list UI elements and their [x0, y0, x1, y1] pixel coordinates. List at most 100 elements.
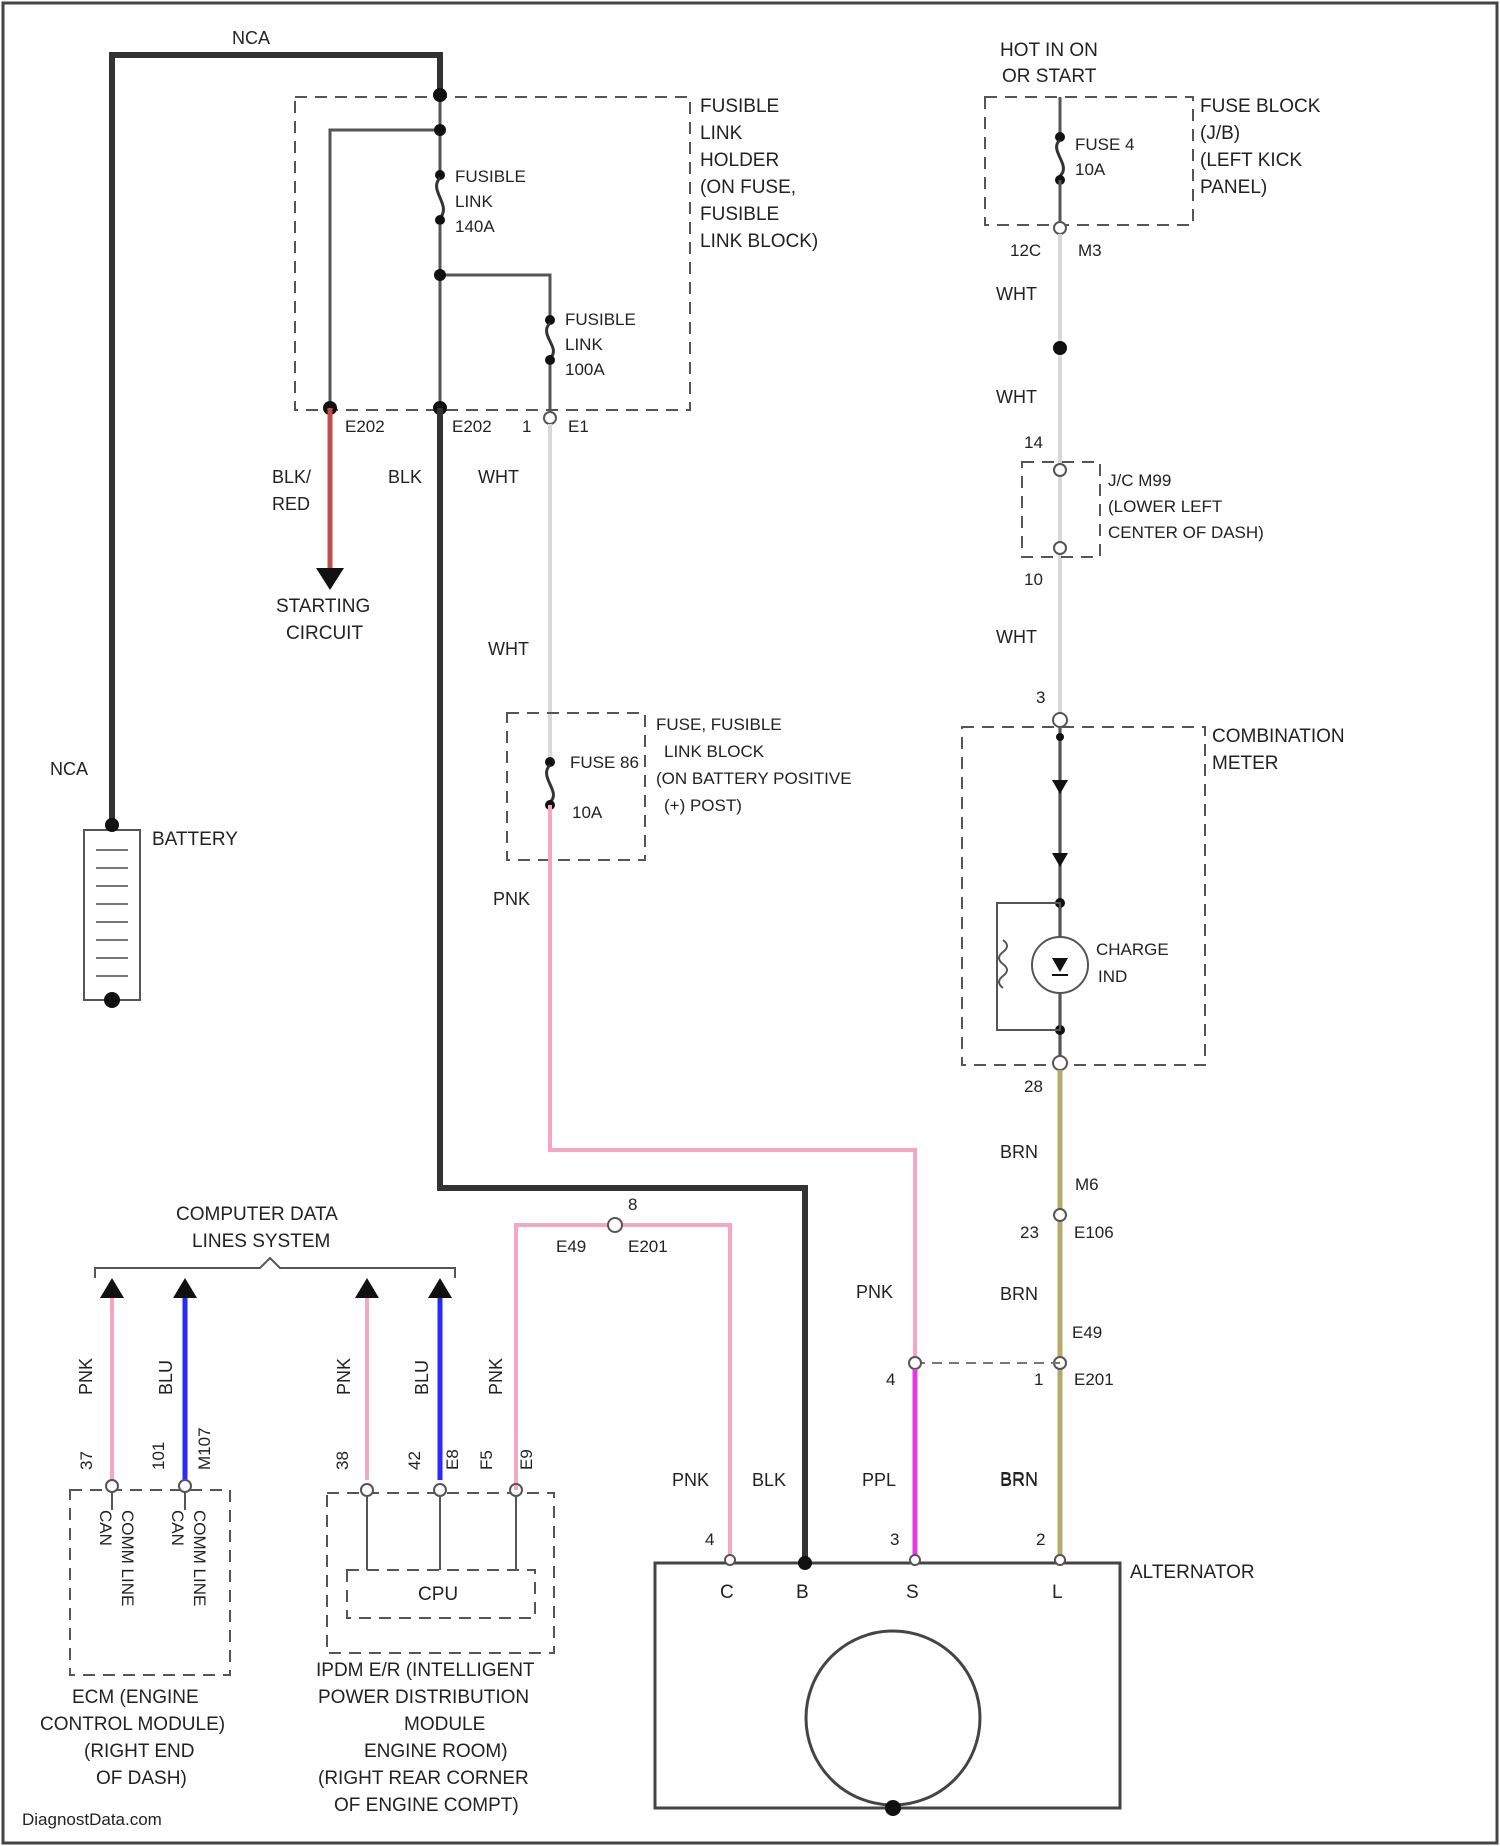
alternator-label: ALTERNATOR [1130, 1562, 1255, 1583]
watermark: DiagnostData.com [22, 1810, 162, 1829]
ppl-alt-label: PPL [862, 1470, 896, 1490]
ecm-connectors [106, 1480, 191, 1510]
svg-text:(+) POST): (+) POST) [664, 796, 742, 815]
svg-text:140A: 140A [455, 217, 495, 236]
wht-label-5: WHT [996, 627, 1037, 647]
fusible-link-140a [435, 170, 445, 225]
junction-dot [434, 124, 446, 136]
alternator-ground [885, 1800, 901, 1816]
nca-left-label: NCA [50, 759, 88, 779]
svg-text:FUSIBLE: FUSIBLE [565, 310, 636, 329]
conn-e49-label: E49 [1072, 1323, 1102, 1342]
blk-label: BLK [388, 467, 422, 487]
wht-label-1: WHT [478, 467, 519, 487]
pin-1b-label: 1 [1034, 1370, 1043, 1389]
svg-text:38: 38 [333, 1451, 352, 1470]
svg-text:MODULE: MODULE [404, 1714, 485, 1735]
fuse-86-amp: 10A [572, 803, 603, 822]
svg-text:CONTROL MODULE): CONTROL MODULE) [40, 1714, 225, 1735]
svg-text:BLU: BLU [156, 1360, 176, 1395]
alt-pin-2-label: 2 [1036, 1530, 1045, 1549]
alternator-rotor [806, 1631, 980, 1805]
svg-text:ENGINE ROOM): ENGINE ROOM) [364, 1741, 508, 1762]
pnk-wire-fuse86 [550, 805, 915, 1360]
charge-ind-label: CHARGE IND [1096, 940, 1169, 986]
svg-text:(ON FUSE,: (ON FUSE, [700, 177, 796, 198]
svg-text:CENTER OF DASH): CENTER OF DASH) [1108, 523, 1264, 542]
svg-text:CIRCUIT: CIRCUIT [286, 623, 363, 644]
svg-text:HOT IN ON: HOT IN ON [1000, 40, 1098, 61]
data-lines-bracket [95, 1258, 455, 1278]
fusible-link-100a [545, 315, 555, 365]
svg-text:101: 101 [149, 1442, 168, 1470]
svg-text:M107: M107 [195, 1427, 214, 1470]
fuse-86-symbol [545, 757, 555, 810]
splice-dot [1053, 341, 1067, 355]
jc-m99-label: J/C M99 (LOWER LEFT CENTER OF DASH) [1108, 471, 1264, 542]
svg-text:(J/B): (J/B) [1200, 123, 1240, 144]
svg-text:(LOWER LEFT: (LOWER LEFT [1108, 497, 1222, 516]
conn-e201-r-label: E201 [1074, 1370, 1114, 1389]
diagram-border [3, 3, 1497, 1843]
svg-text:CAN: CAN [96, 1510, 115, 1546]
alt-pin-4-label: 4 [705, 1530, 714, 1549]
conn-12c-label: 12C [1010, 241, 1041, 260]
svg-text:HOLDER: HOLDER [700, 150, 779, 171]
conn-m3-label: M3 [1078, 241, 1102, 260]
pin-28-label: 28 [1024, 1077, 1043, 1096]
meter-internal [997, 727, 1088, 1060]
svg-text:E9: E9 [517, 1449, 536, 1470]
svg-text:PNK: PNK [76, 1358, 96, 1395]
svg-text:(RIGHT END: (RIGHT END [84, 1741, 194, 1762]
svg-text:FUSIBLE: FUSIBLE [700, 204, 779, 225]
wht-label-3: WHT [996, 284, 1037, 304]
svg-text:COMM LINE: COMM LINE [118, 1510, 137, 1606]
combination-meter-label: COMBINATION METER [1212, 726, 1345, 774]
battery-main-wire [112, 55, 440, 825]
brn-label-2: BRN [1000, 1284, 1038, 1304]
alt-terminal-s: S [906, 1582, 919, 1603]
svg-text:PNK: PNK [486, 1358, 506, 1395]
holder-internal-wires [330, 95, 550, 415]
svg-text:(ON BATTERY POSITIVE: (ON BATTERY POSITIVE [656, 769, 852, 788]
hot-in-on-label: HOT IN ON OR START [1000, 40, 1098, 87]
svg-text:LINK BLOCK: LINK BLOCK [664, 742, 765, 761]
connector-m6-e106 [1054, 1209, 1066, 1221]
pnk-wire-ipdm [516, 1225, 730, 1560]
pin-23-label: 23 [1020, 1223, 1039, 1242]
conn-e1-label: E1 [568, 417, 589, 436]
meter-pin-in [1053, 713, 1067, 727]
jc-m99-pin-bottom [1054, 542, 1066, 554]
svg-text:IPDM E/R (INTELLIGENT: IPDM E/R (INTELLIGENT [316, 1660, 535, 1681]
fuse-block-jb-label: FUSE BLOCK (J/B) (LEFT KICK PANEL) [1200, 96, 1321, 198]
svg-text:IND: IND [1098, 967, 1127, 986]
svg-text:(LEFT KICK: (LEFT KICK [1200, 150, 1302, 171]
ecm-pin-labels: 37 101 M107 [77, 1427, 214, 1470]
fuse-4-symbol [1055, 132, 1065, 185]
svg-text:LINES SYSTEM: LINES SYSTEM [192, 1231, 330, 1252]
starting-circuit-label: STARTING CIRCUIT [276, 596, 370, 644]
data-line-arrows [100, 1278, 452, 1298]
pin-4a-label: 4 [886, 1370, 895, 1389]
svg-text:10A: 10A [1075, 160, 1106, 179]
ecm-label: ECM (ENGINE CONTROL MODULE) (RIGHT END O… [40, 1687, 225, 1789]
blk-alt-label: BLK [752, 1470, 786, 1490]
svg-text:BLU: BLU [412, 1360, 432, 1395]
fusible-link-100a-label: FUSIBLE LINK 100A [565, 310, 636, 379]
svg-text:LINK: LINK [700, 123, 743, 144]
pnk-label-2: PNK [856, 1282, 893, 1302]
meter-pin-out [1053, 1056, 1067, 1070]
svg-text:CHARGE: CHARGE [1096, 940, 1169, 959]
alt-terminal-l: L [1052, 1582, 1063, 1603]
svg-text:COMPUTER DATA: COMPUTER DATA [176, 1204, 338, 1225]
svg-text:BLK/: BLK/ [272, 467, 311, 487]
alt-terminal-b: B [796, 1582, 809, 1603]
conn-e202-right-label: E202 [452, 417, 492, 436]
nca-top-label: NCA [232, 28, 270, 48]
connector-e1 [544, 412, 556, 424]
conn-m6-label: M6 [1075, 1175, 1099, 1194]
pin-8-label: 8 [628, 1195, 637, 1214]
svg-text:OF DASH): OF DASH) [96, 1768, 187, 1789]
fuse-4-label: FUSE 4 10A [1075, 135, 1135, 179]
